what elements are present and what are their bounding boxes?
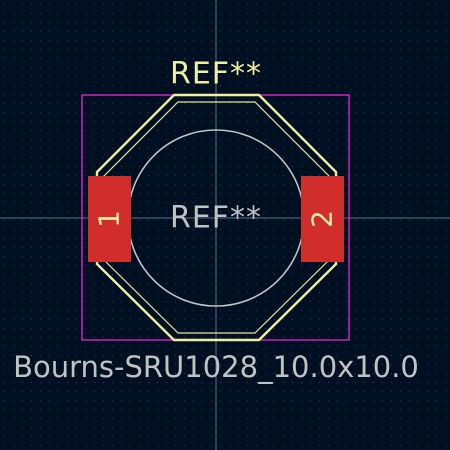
pad-2-number: 2 [306, 210, 339, 228]
pad-1-copper[interactable] [88, 176, 131, 262]
reference-silkscreen[interactable]: REF** [170, 57, 262, 92]
value-text[interactable]: Bourns-SRU1028_10.0x10.0 [13, 350, 419, 384]
pad-2[interactable]: 2 [301, 176, 344, 262]
reference-fab[interactable]: REF** [170, 201, 262, 236]
pad-2-copper[interactable] [301, 176, 344, 262]
pad-1-number: 1 [93, 210, 126, 228]
pad-1[interactable]: 1 [88, 176, 131, 262]
